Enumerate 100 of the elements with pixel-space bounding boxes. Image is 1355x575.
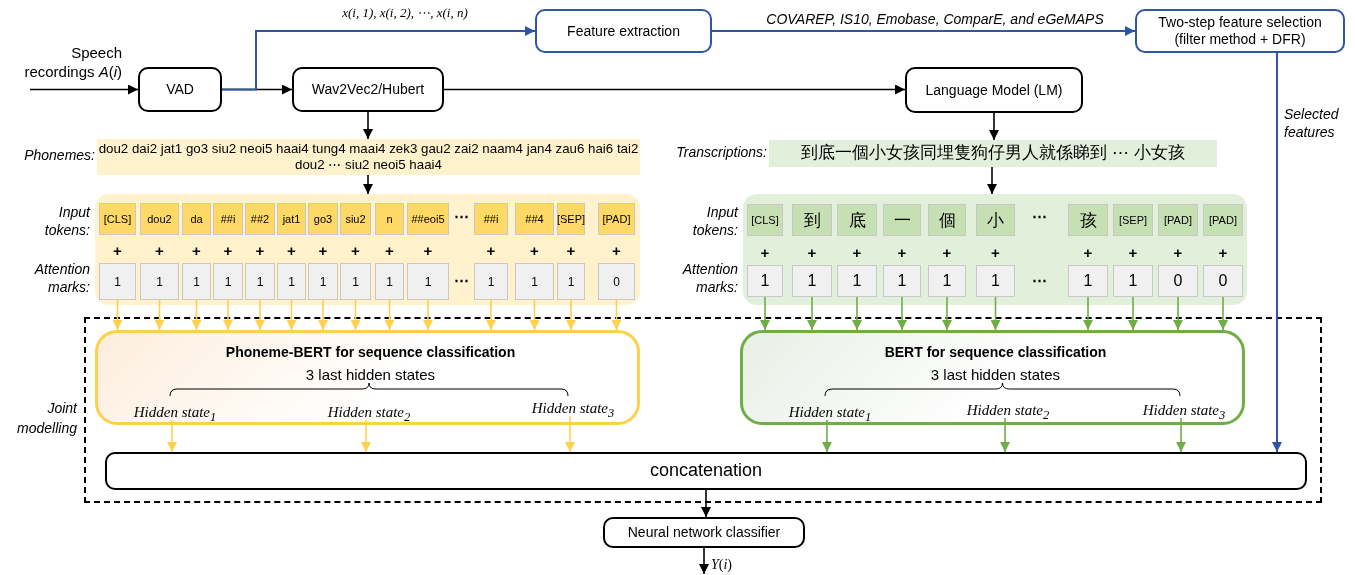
plus-sign: +	[1172, 244, 1184, 260]
row-label: Transcriptions:	[675, 144, 767, 162]
token-box: 到	[792, 204, 832, 236]
mark-box: 1	[213, 263, 243, 300]
arrow	[318, 299, 328, 331]
arrow	[987, 166, 997, 195]
arrow	[1272, 52, 1282, 453]
hidden-state-label: Hidden state$_{1}$	[787, 404, 873, 423]
plus-sign: +	[806, 244, 818, 260]
token-box: n	[375, 203, 404, 235]
process-box: Wav2Vec2/Hubert	[292, 67, 444, 112]
arrow	[1218, 296, 1228, 331]
arrow	[760, 296, 770, 331]
row-label: Attention marks:	[33, 260, 90, 296]
arrow	[699, 547, 709, 575]
arrow	[822, 419, 832, 453]
arrow	[611, 299, 622, 331]
plus-sign: +	[422, 242, 434, 258]
plus-sign: +	[485, 242, 497, 258]
hidden-state-label: Hidden state$_{2}$	[964, 402, 1052, 421]
token-box: ##i	[213, 203, 243, 235]
brace-label: 3 last hidden states	[304, 365, 437, 383]
model-title: Phoneme-BERT for sequence classification	[224, 343, 517, 361]
arrow	[223, 299, 233, 331]
transcription-band: 到底一個小女孩同埋隻狗仔男人就係睇到 ⋯ 小女孩	[769, 140, 1217, 167]
arrow	[565, 415, 575, 453]
token-box: [PAD]	[1158, 204, 1198, 236]
plus-sign: +	[112, 242, 123, 258]
mark-box: 1	[99, 263, 136, 300]
token-box: 孩	[1068, 204, 1108, 236]
arrow	[942, 296, 952, 331]
arrow	[221, 26, 536, 91]
mark-box: 0	[1158, 265, 1198, 297]
mark-box: 1	[182, 263, 211, 300]
mark-box: 1	[557, 263, 585, 300]
model-title: BERT for sequence classification	[883, 343, 1108, 361]
token-box: ##eoi5	[407, 203, 449, 235]
process-box: VAD	[138, 67, 222, 112]
hidden-state-label: Hidden state$_{3}$	[529, 400, 617, 419]
ellipsis: ⋯	[1030, 272, 1048, 288]
mark-box: 1	[340, 263, 371, 300]
arrow	[1176, 417, 1186, 453]
mark-box: 1	[1068, 265, 1108, 297]
arrow	[807, 296, 817, 331]
plus-sign: +	[851, 244, 863, 260]
process-box: Two-step feature selection (filter method + DFR)	[1135, 9, 1345, 53]
token-box: 一	[883, 204, 921, 236]
hidden-state-label: Hidden state$_{3}$	[1140, 402, 1228, 421]
mark-box: 1	[976, 265, 1015, 297]
process-box: concatenation	[105, 452, 1307, 490]
arrow	[486, 299, 496, 331]
arrow	[1083, 296, 1093, 331]
arrow	[112, 299, 123, 331]
plus-sign: +	[1082, 244, 1094, 260]
token-box: [PAD]	[1203, 204, 1243, 236]
group-label: Joint modelling	[16, 399, 77, 438]
mark-box: 1	[474, 263, 508, 300]
plus-sign: +	[565, 242, 577, 258]
arrow	[361, 419, 371, 453]
arrow	[255, 299, 265, 331]
token-box: jat1	[277, 203, 306, 235]
arrow	[443, 84, 906, 95]
plus-sign: +	[350, 242, 361, 258]
plus-sign: +	[286, 242, 297, 258]
token-box: [CLS]	[99, 203, 136, 235]
process-box: Neural network classifier	[603, 517, 805, 548]
token-box: go3	[308, 203, 338, 235]
token-box: dou2	[140, 203, 179, 235]
token-box: [PAD]	[598, 203, 635, 235]
arrow	[529, 299, 540, 331]
plus-sign: +	[896, 244, 908, 260]
arrow	[363, 111, 373, 140]
arrow	[423, 299, 433, 331]
arrow	[566, 299, 576, 331]
row-label: Attention marks:	[681, 260, 738, 296]
mark-box: 1	[883, 265, 921, 297]
arrow	[363, 174, 373, 195]
token-box: ##i	[474, 203, 508, 235]
hidden-state-label: Hidden state$_{2}$	[323, 404, 415, 423]
plus-sign: +	[1127, 244, 1139, 260]
arrow	[989, 112, 999, 141]
token-box: ##4	[515, 203, 554, 235]
plus-sign: +	[384, 242, 395, 258]
mark-box: 1	[277, 263, 306, 300]
arrow	[897, 296, 907, 331]
mark-box: 1	[837, 265, 877, 297]
arrow	[29, 84, 139, 95]
plus-sign: +	[191, 242, 202, 258]
mark-box: 0	[1203, 265, 1243, 297]
token-box: 底	[837, 204, 877, 236]
arrow	[701, 489, 711, 518]
row-label: Phonemes:	[23, 147, 95, 165]
arrow	[350, 299, 361, 331]
mark-box: 1	[245, 263, 275, 300]
arrow	[1173, 296, 1183, 331]
arrow	[167, 419, 177, 453]
token-box: siu2	[340, 203, 371, 235]
token-box: ##2	[245, 203, 275, 235]
mark-box: 1	[792, 265, 832, 297]
token-box: [CLS]	[747, 204, 783, 236]
